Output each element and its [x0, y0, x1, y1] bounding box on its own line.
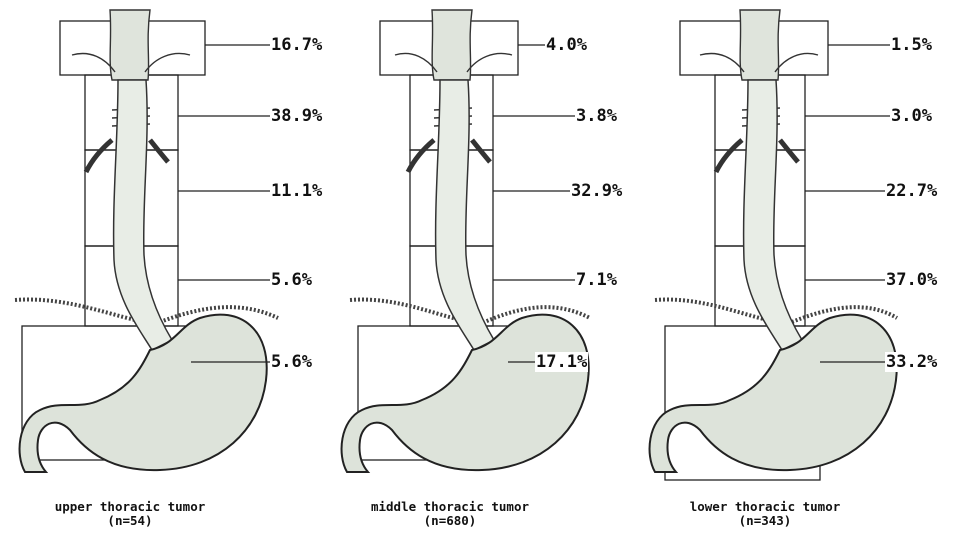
percent-abdominal: 5.6%: [270, 352, 313, 372]
esophagus-stomach-illustration: [320, 0, 640, 535]
panel-caption: lower thoracic tumor (n=343): [635, 500, 895, 528]
esophagus-shape: [436, 80, 494, 350]
stomach-shape: [342, 315, 589, 472]
percent-abdominal: 33.2%: [885, 352, 938, 372]
panel-sample-size: (n=54): [0, 514, 260, 528]
panel-middle: 4.0% 3.8% 32.9% 7.1% 17.1% middle thorac…: [320, 0, 640, 535]
panel-title: upper thoracic tumor: [0, 500, 260, 514]
panel-title: middle thoracic tumor: [320, 500, 580, 514]
percent-upper-thoracic: 3.0%: [890, 106, 933, 126]
panel-title: lower thoracic tumor: [635, 500, 895, 514]
stomach-shape: [20, 315, 267, 472]
trachea-shape: [110, 10, 150, 80]
percent-middle-thoracic: 22.7%: [885, 181, 938, 201]
percent-upper-thoracic: 38.9%: [270, 106, 323, 126]
percent-cervical: 4.0%: [545, 35, 588, 55]
esophagus-stomach-illustration: [635, 0, 955, 535]
panel-sample-size: (n=680): [320, 514, 580, 528]
percent-lower-thoracic: 7.1%: [575, 270, 618, 290]
panel-caption: middle thoracic tumor (n=680): [320, 500, 580, 528]
panel-upper: 16.7% 38.9% 11.1% 5.6% 5.6% upper thorac…: [0, 0, 320, 535]
panel-caption: upper thoracic tumor (n=54): [0, 500, 260, 528]
percent-cervical: 16.7%: [270, 35, 323, 55]
panel-sample-size: (n=343): [635, 514, 895, 528]
percent-lower-thoracic: 37.0%: [885, 270, 938, 290]
percent-abdominal: 17.1%: [535, 352, 588, 372]
percent-middle-thoracic: 32.9%: [570, 181, 623, 201]
percent-upper-thoracic: 3.8%: [575, 106, 618, 126]
trachea-shape: [740, 10, 780, 80]
esophagus-shape: [744, 80, 802, 350]
percent-middle-thoracic: 11.1%: [270, 181, 323, 201]
percent-cervical: 1.5%: [890, 35, 933, 55]
panel-lower: 1.5% 3.0% 22.7% 37.0% 33.2% lower thorac…: [635, 0, 955, 535]
trachea-shape: [432, 10, 472, 80]
stomach-shape: [650, 315, 897, 472]
esophagus-shape: [114, 80, 172, 350]
percent-lower-thoracic: 5.6%: [270, 270, 313, 290]
esophagus-stomach-illustration: [0, 0, 320, 535]
